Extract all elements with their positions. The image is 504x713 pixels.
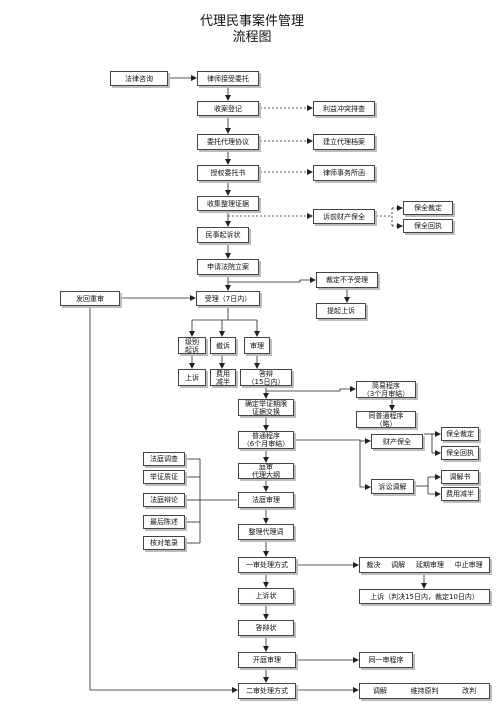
node-litigation-mediation[interactable]: 诉讼调解	[371, 479, 414, 494]
node-appeal-left[interactable]: 上诉	[178, 369, 206, 386]
node-case-register[interactable]: 收案登记	[197, 101, 259, 116]
node-defense[interactable]: 答辩 （15日内）	[240, 369, 292, 386]
node-appeal-deadline[interactable]: 上诉（判决15日内，裁定10日内）	[359, 589, 490, 604]
node-agency-file[interactable]: 建立代理档案	[313, 134, 375, 150]
node-court-debate[interactable]: 法庭辩论	[143, 493, 185, 507]
node-court-hearing-2[interactable]: 开庭审理	[238, 652, 296, 668]
title-line-1: 代理民事案件管理	[199, 14, 304, 29]
node-jurisdiction-objection[interactable]: 级别 起诉	[178, 337, 206, 354]
node-firm-letter[interactable]: 律师事务所函	[313, 165, 375, 181]
node-simple-procedure[interactable]: 简易程序 （3个月审结）	[356, 381, 416, 398]
node-property-preservation[interactable]: 财产保全	[371, 434, 423, 449]
node-fee-half-right[interactable]: 费用减半	[441, 487, 479, 501]
node-check-record[interactable]: 核对笔录	[143, 536, 185, 550]
outcome-uphold: 维持原判	[410, 687, 439, 695]
node-power-of-attorney[interactable]: 授权委托书	[197, 165, 259, 181]
node-confirm-evidence[interactable]: 确定举证期限 证据交换	[238, 399, 294, 416]
node-preservation-ruling[interactable]: 保全裁定	[403, 201, 453, 215]
node-court-investigation[interactable]: 法庭调查	[143, 452, 185, 466]
node-final-statement[interactable]: 最后陈述	[143, 515, 185, 529]
node-outcomes-first[interactable]: 裁决 调解 延期审理 中止审理	[359, 557, 490, 573]
node-pretrial-agent[interactable]: 庭审 代理大纲	[238, 463, 294, 479]
node-defense-statement[interactable]: 答辩状	[238, 620, 294, 636]
node-same-first[interactable]: 同一审程序	[359, 652, 413, 668]
node-civil-complaint[interactable]: 民事起诉状	[197, 227, 249, 243]
outcome-postpone: 延期审理	[415, 561, 444, 569]
node-case-accepted[interactable]: 受理（7日内）	[196, 291, 260, 306]
node-withdraw[interactable]: 撤诉	[210, 337, 236, 354]
node-legal-consult[interactable]: 法律咨询	[110, 71, 168, 86]
node-conflict-check[interactable]: 利益冲突排查	[313, 101, 375, 116]
node-same-simple[interactable]: 同普通程序 （略）	[356, 411, 416, 428]
node-ordinary-procedure[interactable]: 普通程序 （6个月审结）	[238, 431, 294, 449]
node-ruling-not-accept[interactable]: 裁定不予受理	[316, 272, 378, 288]
node-pre-suit-preservation[interactable]: 诉前财产保全	[313, 209, 375, 224]
outcome-mediation-2: 调解	[372, 687, 387, 695]
node-appeal-filed[interactable]: 提起上诉	[316, 303, 366, 319]
node-first-instance[interactable]: 一审处理方式	[238, 557, 296, 573]
outcome-ruling: 裁决	[366, 561, 381, 569]
node-receipt-right[interactable]: 保全回执	[441, 446, 479, 460]
node-second-instance[interactable]: 二审处理方式	[238, 683, 296, 699]
node-agency-agreement[interactable]: 委托代理协议	[197, 134, 259, 150]
node-fee-halved[interactable]: 费用 减半	[210, 369, 236, 386]
node-apply-filing[interactable]: 申请法院立案	[197, 259, 259, 275]
node-evidence-crossexam[interactable]: 举证质证	[143, 470, 185, 484]
node-agent-opinion[interactable]: 整理代理词	[238, 524, 294, 540]
outcome-revise: 改判	[462, 687, 477, 695]
title-line-2: 流程图	[232, 30, 272, 45]
node-review[interactable]: 审理	[244, 337, 270, 354]
node-mediation-doc[interactable]: 调解书	[441, 470, 479, 484]
node-ruling-right[interactable]: 保全裁定	[441, 427, 479, 441]
outcome-mediation: 调解	[391, 561, 406, 569]
outcome-suspend: 中止审理	[454, 561, 483, 569]
node-remand-retrial[interactable]: 发回重审	[60, 291, 120, 306]
node-collect-evidence[interactable]: 收集整理证据	[197, 196, 259, 211]
node-court-hearing[interactable]: 法庭审理	[238, 492, 294, 508]
node-outcomes-second[interactable]: 调解 维持原判 改判	[359, 683, 490, 699]
node-preservation-receipt[interactable]: 保全回执	[403, 219, 453, 233]
node-accept-commission[interactable]: 律师接受委托	[197, 71, 259, 86]
node-appeal-petition[interactable]: 上诉状	[238, 588, 294, 604]
